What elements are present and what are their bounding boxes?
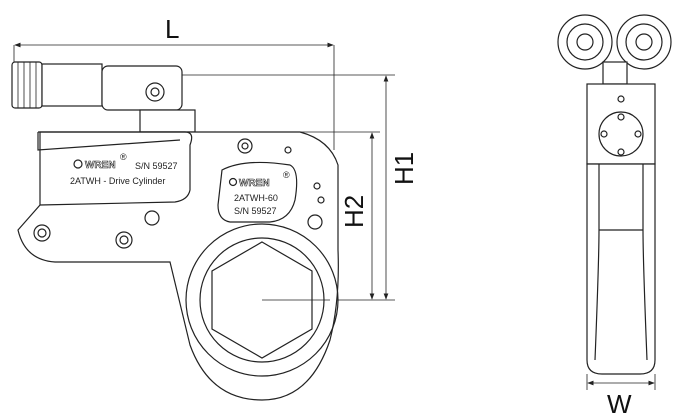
dimension-label-H1: H1 [389,152,419,185]
svg-text:®: ® [283,170,290,180]
brand-logo: WREN [85,160,116,171]
brand-logo: WREN [239,178,270,189]
wrench-body [17,131,339,401]
cylinder-model: 2ATWH - Drive Cylinder [70,176,165,186]
head-nameplate: WREN ® 2ATWH-60 S/N 59527 [228,170,290,216]
dimension-label-W: W [607,389,632,419]
dimension-label-L: L [165,14,179,44]
cylinder-serial: S/N 59527 [135,161,178,171]
head-serial: S/N 59527 [234,206,277,216]
dimension-L: L [13,14,335,150]
drive-cylinder-nameplate: WREN ® S/N 59527 2ATWH - Drive Cylinder [70,152,178,186]
side-view: W [557,14,672,419]
dimension-label-H2: H2 [339,195,369,228]
svg-text:®: ® [120,152,127,162]
drive-cylinder [11,61,196,133]
head-model: 2ATWH-60 [234,193,278,203]
